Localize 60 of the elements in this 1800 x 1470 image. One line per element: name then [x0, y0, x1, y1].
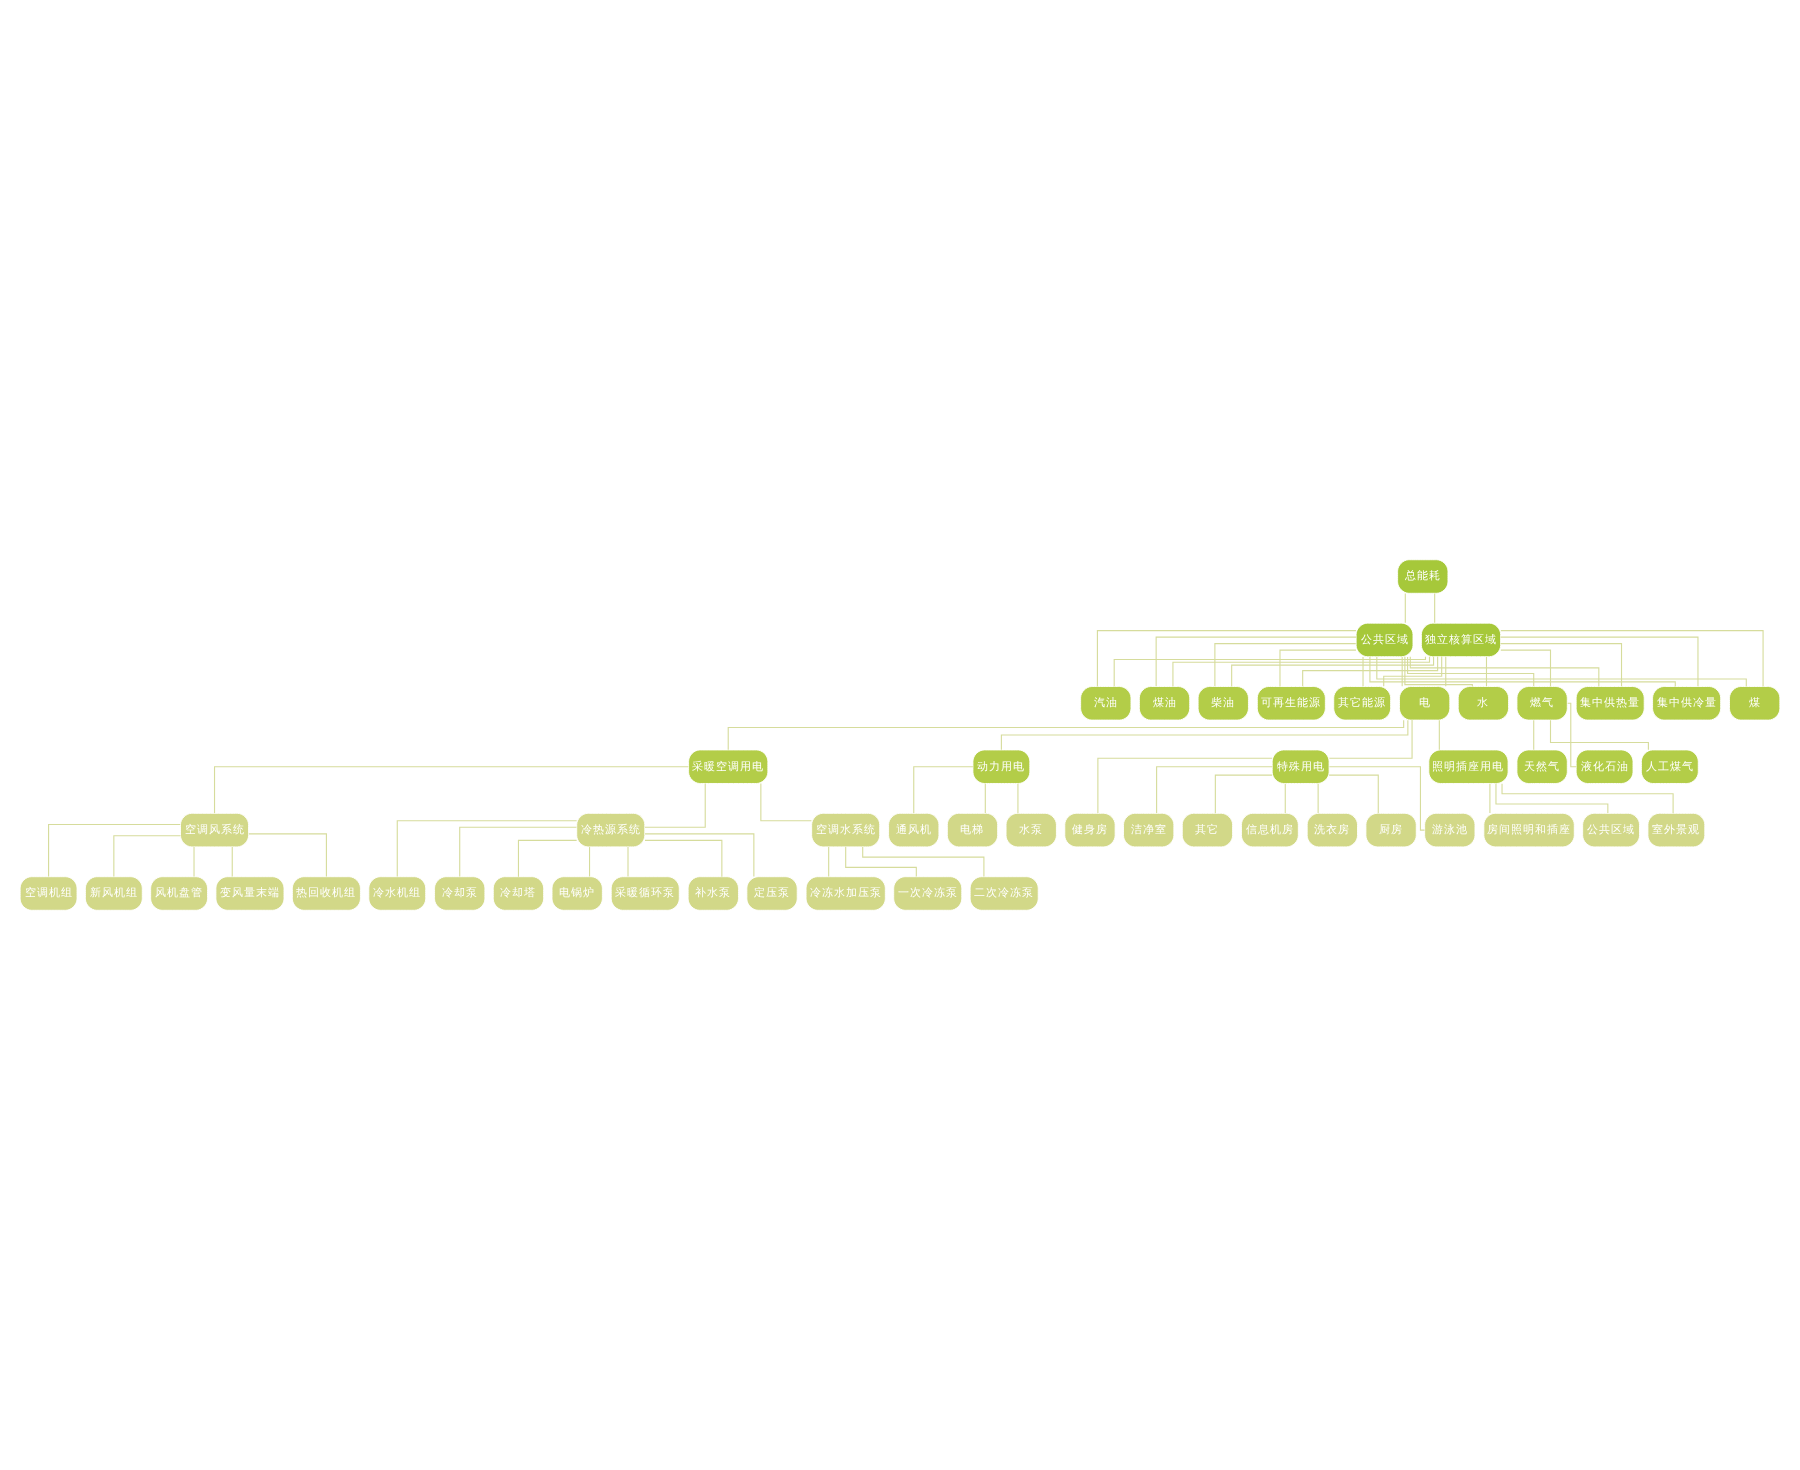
- connector: [644, 783, 706, 828]
- connector: [113, 835, 181, 877]
- connector: [727, 719, 1405, 751]
- connector: [1409, 656, 1600, 687]
- connector: [1500, 649, 1552, 688]
- connector: [1155, 636, 1357, 687]
- connector: [1404, 592, 1406, 624]
- connector: [231, 846, 233, 877]
- connector: [1401, 656, 1403, 687]
- connector: [517, 839, 578, 878]
- connector: [1376, 656, 1747, 687]
- connector: [459, 826, 578, 877]
- connector: [1495, 783, 1609, 814]
- connector: [589, 846, 591, 877]
- connector: [913, 766, 974, 814]
- connector: [193, 846, 195, 877]
- connector: [1097, 757, 1273, 814]
- connector: [1231, 656, 1435, 687]
- connector: [1438, 719, 1440, 751]
- connector: [1172, 656, 1431, 687]
- connector: [213, 766, 689, 814]
- connector: [627, 846, 629, 877]
- connector: [1445, 656, 1447, 687]
- connector: [1328, 719, 1413, 759]
- connector: [1000, 719, 1409, 751]
- connector: [1214, 774, 1273, 814]
- connector: [48, 823, 181, 877]
- connector: [1500, 643, 1623, 687]
- connector: [1533, 719, 1535, 751]
- connector: [1500, 636, 1699, 687]
- connector: [1404, 656, 1473, 687]
- connector: [248, 833, 327, 878]
- connector: [1383, 656, 1443, 687]
- connector: [644, 839, 723, 878]
- connector: [1156, 766, 1273, 814]
- connector: [1096, 630, 1357, 687]
- connector: [1284, 783, 1286, 814]
- connector: [828, 846, 830, 877]
- connector: [644, 833, 755, 878]
- connector: [1489, 783, 1491, 814]
- connector: [1485, 656, 1488, 687]
- connector: [1567, 702, 1577, 768]
- connector: [1362, 656, 1364, 687]
- connector: [760, 782, 812, 822]
- connector: [1549, 719, 1649, 751]
- connector: [1369, 656, 1676, 687]
- connector: [1407, 656, 1535, 687]
- connector: [1214, 643, 1357, 687]
- connector: [396, 820, 578, 878]
- connector: [1328, 766, 1426, 831]
- connector: [984, 783, 986, 814]
- connector: [1279, 649, 1357, 688]
- connector: [1328, 774, 1379, 814]
- connector: [1434, 592, 1436, 624]
- connector: [1500, 630, 1764, 687]
- connector: [1302, 656, 1439, 687]
- connector: [1317, 783, 1319, 814]
- connector: [1017, 783, 1019, 814]
- connector: [845, 846, 917, 878]
- connector: [1113, 656, 1426, 688]
